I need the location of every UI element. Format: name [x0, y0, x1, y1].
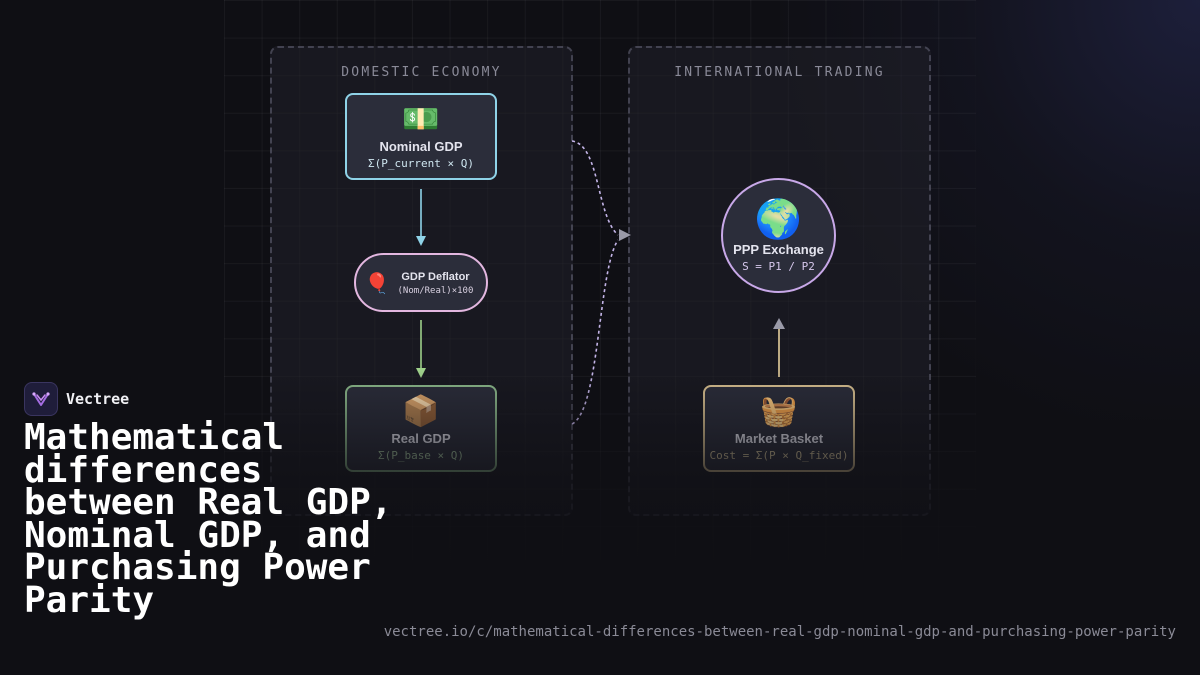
- gdp-deflator-label: GDP Deflator: [401, 271, 470, 283]
- dashed-link-real-to-ppp: [571, 239, 619, 425]
- arrowhead-basket-to-ppp: [773, 318, 785, 329]
- basket-icon: 🧺: [760, 394, 798, 429]
- arrowhead-nominal-to-deflator: [416, 236, 426, 246]
- nominal-gdp-node: 💵 Nominal GDP Σ(P_current × Q): [345, 93, 497, 180]
- domestic-economy-title: DOMESTIC ECONOMY: [341, 65, 502, 80]
- gdp-deflator-formula: (Nom/Real)×100: [397, 286, 474, 296]
- ppp-exchange-formula: S = P1 / P2: [742, 260, 815, 273]
- nominal-gdp-label: Nominal GDP: [379, 139, 463, 154]
- ppp-exchange-label: PPP Exchange: [733, 242, 824, 257]
- international-trading-title: INTERNATIONAL TRADING: [674, 65, 885, 80]
- arrowhead-deflator-to-real: [416, 368, 426, 378]
- market-basket-label: Market Basket: [734, 431, 824, 446]
- gdp-deflator-node: 🎈 GDP Deflator (Nom/Real)×100: [354, 253, 488, 312]
- balloon-icon: 🎈: [364, 270, 390, 295]
- source-url: vectree.io/c/mathematical-differences-be…: [383, 624, 1176, 640]
- globe-icon: 🌍: [754, 197, 803, 241]
- brand-name: Vectree: [66, 390, 130, 408]
- market-basket-formula: Cost = Σ(P × Q_fixed): [709, 449, 849, 462]
- ppp-exchange-node: 🌍 PPP Exchange S = P1 / P2: [721, 178, 836, 293]
- money-icon: 💵: [402, 102, 440, 137]
- dashed-link-nominal-to-ppp: [571, 140, 619, 236]
- market-basket-node: 🧺 Market Basket Cost = Σ(P × Q_fixed): [703, 385, 855, 472]
- arrowhead-into-ppp-panel: [619, 229, 631, 241]
- nominal-gdp-formula: Σ(P_current × Q): [368, 157, 474, 170]
- brand: Vectree: [24, 382, 129, 416]
- page-title: Mathematical differences between Real GD…: [24, 417, 393, 621]
- vectree-logo-icon: [24, 382, 58, 416]
